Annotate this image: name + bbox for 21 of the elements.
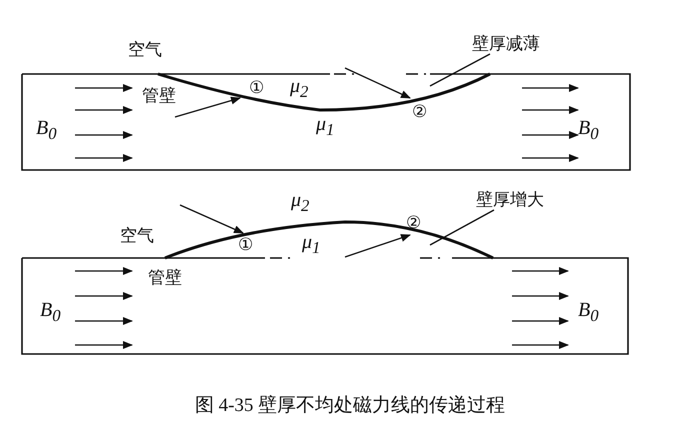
medium-label: 空气 [128,40,162,60]
flux-density-symbol: B$_{0}$ [578,300,599,326]
permeability-symbol: μ$_{2}$ [290,76,308,102]
callout-number: ② [412,102,428,122]
permeability-symbol: μ$_{1}$ [316,114,334,140]
callout-label: 壁厚减薄 [472,34,540,54]
callout-number: ② [406,213,422,233]
permeability-symbol: μ$_{2}$ [291,190,310,216]
figure-caption: 图 4-35 壁厚不均处磁力线的传递过程 [194,394,506,418]
medium-label: 管壁 [148,268,182,288]
flux-density-symbol: B$_{0}$ [40,300,61,326]
flux-density-symbol: B$_{0}$ [36,118,57,144]
flux-density-symbol: B$_{0}$ [578,118,599,144]
leader-line [430,53,490,87]
medium-label: 管壁 [142,86,176,106]
medium-label: 空气 [120,226,154,246]
callout-number: ① [238,235,254,255]
callout-number: ① [249,78,264,98]
leader-line [430,209,494,246]
permeability-symbol: μ$_{1}$ [302,232,320,258]
callout-label: 壁厚增大 [476,190,544,210]
